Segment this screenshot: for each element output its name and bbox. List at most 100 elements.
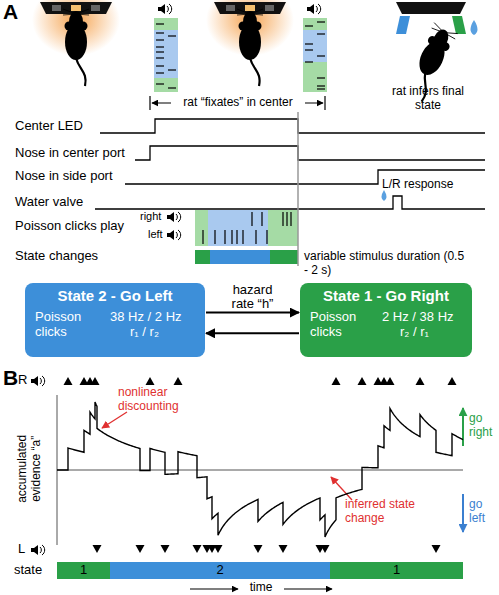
- port-hole: [52, 5, 61, 11]
- left-click-marker: [321, 545, 330, 553]
- click-tick: [261, 212, 262, 226]
- speaker-icon: [31, 545, 45, 555]
- click-tick: [156, 83, 164, 84]
- evidence-axes: [57, 395, 463, 545]
- water-drop: [382, 190, 387, 201]
- state-segment: [195, 250, 210, 264]
- click-tick: [286, 212, 287, 226]
- rat-illustration: [63, 9, 89, 86]
- right-click-marker: [358, 377, 367, 385]
- click-tick: [305, 43, 313, 44]
- click-tick: [317, 88, 325, 89]
- rat-whisker: [432, 23, 446, 33]
- click-tick: [156, 39, 164, 40]
- click-ticks: [305, 22, 325, 89]
- speaker-icon: [40, 378, 41, 384]
- click-tick: [231, 230, 232, 244]
- rat-ear: [239, 22, 248, 31]
- annotation: inferred state change: [345, 498, 419, 526]
- rate-symbols: r₁ / r₂: [130, 325, 200, 340]
- port-wall: [396, 2, 466, 14]
- transition-arrow: [206, 332, 299, 334]
- left-click-marker: [254, 545, 263, 553]
- click-tick: [317, 85, 325, 86]
- state-band: 2: [110, 562, 330, 579]
- left-click-marker: [432, 545, 441, 553]
- speaker-icon: [307, 4, 321, 14]
- click-tick: [305, 25, 313, 26]
- click-tick: [255, 230, 256, 244]
- port-hole: [226, 5, 235, 11]
- rat-ear: [439, 40, 451, 52]
- signal-label: Nose in center port: [15, 146, 125, 161]
- speaker-icon: [316, 6, 317, 12]
- right-click-marker: [386, 377, 395, 385]
- speaker-icon: [167, 230, 181, 240]
- axis-label: time: [241, 581, 281, 595]
- click-tick: [202, 230, 203, 244]
- click-strip: [154, 18, 327, 92]
- leader-arrow: [331, 477, 352, 500]
- annotation: rat infers final state: [388, 85, 468, 113]
- state-text: Poisson clicks: [310, 310, 372, 340]
- axis-label: accumulated evidence “a”: [16, 419, 44, 519]
- click-region: [208, 210, 268, 246]
- zero-line: [57, 470, 463, 471]
- evidence-trace: [57, 402, 463, 537]
- state-band: 1: [330, 562, 463, 579]
- speaker-icon: [167, 6, 168, 12]
- go-right-arrow: [462, 408, 464, 446]
- annotation: rat “fixates” in center: [171, 96, 305, 110]
- click-rates: 2 Hz / 38 Hz: [382, 310, 472, 325]
- click-tick: [251, 212, 252, 226]
- click-tick: [156, 51, 164, 52]
- annotation: L/R response: [382, 178, 453, 192]
- port-wall: [40, 2, 478, 35]
- speaker-icon: [307, 4, 314, 14]
- signal-label: Center LED: [15, 119, 83, 134]
- signal-label: Nose in side port: [15, 169, 113, 184]
- connectors: [206, 313, 299, 334]
- state-band: 1: [57, 562, 110, 579]
- left-click-marker: [93, 545, 102, 553]
- direction-label: go right: [469, 412, 499, 440]
- left-click-marker: [193, 545, 202, 553]
- state-segment: [210, 250, 270, 264]
- right-click-marker: [64, 377, 73, 385]
- port-hole: [265, 5, 274, 11]
- click-markers: [64, 377, 457, 553]
- click-ticks: [156, 24, 176, 88]
- rat-ear: [65, 22, 74, 31]
- bracket-end: [149, 96, 150, 110]
- right-click-marker: [91, 377, 100, 385]
- timing-trace: [135, 146, 485, 160]
- speaker-icon: [31, 376, 38, 386]
- rat-tail: [76, 58, 86, 86]
- click-tick: [168, 69, 176, 70]
- direction-label: go left: [469, 498, 497, 526]
- state-box: State 1 - Go RightPoisson clicks2 Hz / 3…: [300, 283, 472, 357]
- rate-symbols: r₂ / r₁: [400, 325, 470, 340]
- click-tick: [168, 35, 176, 36]
- state-heading: State 2 - Go Left: [25, 287, 205, 304]
- click-region: [195, 210, 298, 246]
- click-region: [195, 210, 298, 246]
- leader-arrow: [102, 412, 127, 428]
- timing-trace: [95, 196, 485, 209]
- go-left-arrow: [462, 494, 464, 532]
- annotation: nonlinear discounting: [118, 386, 190, 414]
- state-segment: [270, 250, 298, 264]
- click-tick: [214, 230, 215, 244]
- speaker-icon: [178, 212, 181, 222]
- time-arrow: [190, 588, 238, 589]
- stimulus-end-line: [297, 112, 299, 266]
- click-strip: [154, 30, 178, 78]
- rat-whisker: [250, 14, 263, 15]
- click-tick: [317, 77, 325, 78]
- left-click-marker: [136, 545, 145, 553]
- speaker-icon: [31, 376, 45, 386]
- bracket-end: [324, 96, 325, 110]
- rat-ear: [79, 22, 88, 31]
- click-tick: [305, 49, 313, 50]
- speaker-icon: [176, 214, 177, 220]
